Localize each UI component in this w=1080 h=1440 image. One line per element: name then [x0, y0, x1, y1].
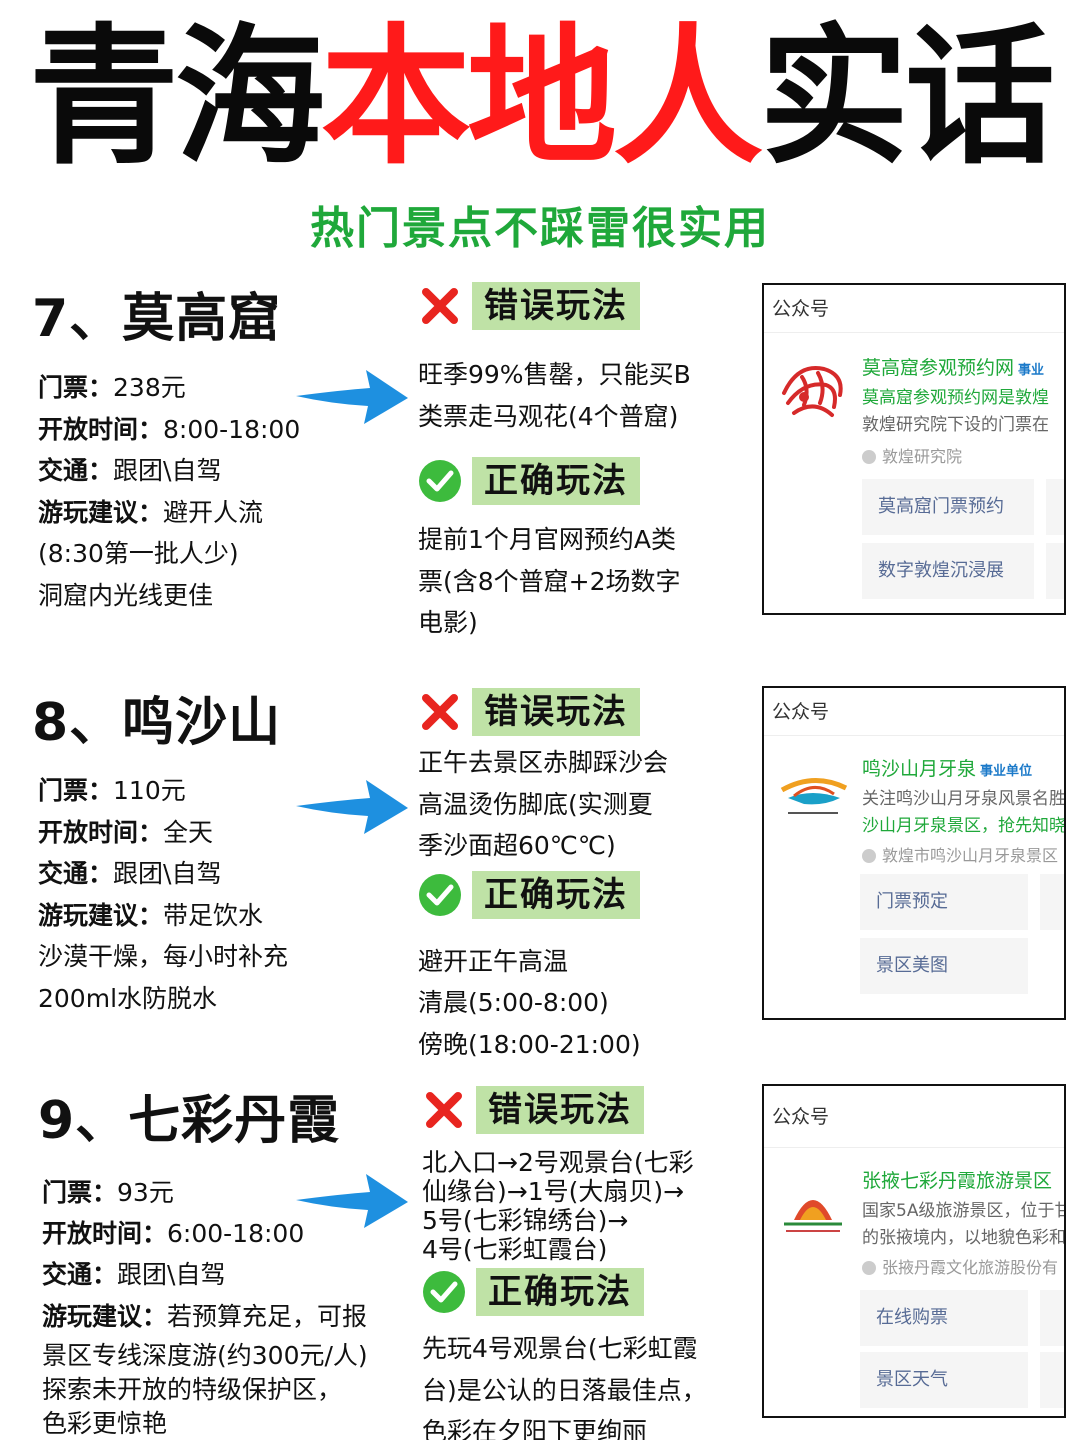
transport-row: 交通：跟团\自驾 [38, 859, 222, 888]
title-part-red: 本地人 [320, 11, 763, 185]
transport-row: 交通：跟团\自驾 [38, 456, 222, 485]
arrow-icon [296, 780, 408, 834]
verify-text: 张掖丹霞文化旅游股份有 [862, 1254, 1058, 1278]
info-block: 门票：238元 开放时间：8:00-18:00 交通：跟团\自驾 游玩建议：避开… [38, 367, 338, 616]
card-header: 公众号 [764, 688, 1064, 736]
right-tag: 正确玩法 [418, 455, 738, 507]
card-button[interactable] [1046, 543, 1064, 599]
info-block: 门票：93元 开放时间：6:00-18:00 交通：跟团\自驾 游玩建议：若预算… [42, 1172, 422, 1440]
arrow-icon [296, 370, 408, 424]
mingsha-logo-icon [780, 777, 848, 814]
card-button[interactable] [1046, 479, 1064, 535]
wechat-account-card[interactable]: 公众号 鸣沙山月牙泉事业单位 关注鸣沙山月牙泉风景名胜 沙山月牙泉景区，抢先知晓… [762, 686, 1066, 1020]
check-circle-icon [422, 1270, 466, 1314]
account-name[interactable]: 鸣沙山月牙泉事业单位 [862, 758, 1033, 780]
account-desc: 关注鸣沙山月牙泉风景名胜 沙山月牙泉景区，抢先知晓 [862, 789, 1066, 836]
section-title: 7、莫高窟 [32, 289, 282, 349]
tip-line: 洞窟内光线更佳 [38, 580, 214, 610]
section-mogao: 7、莫高窟 门票：238元 开放时间：8:00-18:00 交通：跟团\自驾 游… [0, 272, 1080, 652]
card-button[interactable]: 莫高窟门票预约 [862, 479, 1034, 535]
right-label: 正确玩法 [472, 870, 640, 919]
ticket-row: 门票：110元 [38, 776, 186, 805]
right-tag: 正确玩法 [418, 869, 738, 921]
tip-row: 游玩建议：带足饮水 [38, 900, 264, 930]
wrong-tag: 错误玩法 [418, 686, 738, 738]
right-label: 正确玩法 [476, 1268, 644, 1316]
tips-column: 错误玩法 北入口→2号观景台(七彩 仙缘台)→1号(大扇贝)→ 5号(七彩锦绣台… [422, 1084, 742, 1440]
hours-row: 开放时间：6:00-18:00 [42, 1219, 305, 1248]
account-name[interactable]: 莫高窟参观预约网事业 [862, 357, 1045, 379]
verified-icon [862, 1261, 876, 1275]
wrong-tag: 错误玩法 [422, 1084, 742, 1136]
wrong-text: 北入口→2号观景台(七彩 仙缘台)→1号(大扇贝)→ 5号(七彩锦绣台)→ 4号… [422, 1148, 694, 1264]
tip-row: 游玩建议：避开人流 [38, 497, 264, 527]
section-title: 9、七彩丹霞 [38, 1091, 341, 1151]
wechat-account-card[interactable]: 公众号 莫高窟参观预约网事业 莫高窟参观预约网是敦煌 敦煌研究院下设的门票在 敦… [762, 283, 1066, 615]
card-button[interactable] [1040, 1290, 1064, 1346]
card-button[interactable]: 门票预定 [860, 874, 1028, 930]
tip-row: 游玩建议：若预算充足，可报 [42, 1302, 368, 1331]
tip-line: 探索未开放的特级保护区， [42, 1375, 343, 1404]
tips-column: 错误玩法 正午去景区赤脚踩沙会 高温烫伤脚底(实测夏 季沙面超60℃℃) 正确玩… [418, 686, 738, 1065]
card-button[interactable]: 在线购票 [860, 1290, 1028, 1346]
transport-row: 交通：跟团\自驾 [42, 1260, 226, 1289]
cross-icon [418, 690, 462, 734]
tip-line: 200ml水防脱水 [38, 983, 218, 1013]
page-title: 青海本地人实话 [0, 18, 1080, 178]
check-circle-icon [418, 459, 462, 503]
account-desc: 莫高窟参观预约网是敦煌 敦煌研究院下设的门票在 [862, 388, 1049, 435]
card-button[interactable]: 数字敦煌沉浸展 [862, 543, 1034, 599]
right-text: 先玩4号观景台(七彩虹霞 台)是公认的日落最佳点， 色彩在夕阳下更绚丽 [422, 1334, 707, 1440]
card-button[interactable]: 景区美图 [860, 938, 1028, 994]
title-part-1: 青海 [28, 11, 325, 185]
ticket-row: 门票：238元 [38, 373, 186, 402]
tip-line: 沙漠干燥，每小时补充 [38, 942, 289, 971]
verify-text: 敦煌研究院 [862, 443, 962, 467]
tip-line: (8:30第一批人少) [38, 539, 239, 568]
ticket-row: 门票：93元 [42, 1178, 174, 1207]
section-danxia: 9、七彩丹霞 门票：93元 开放时间：6:00-18:00 交通：跟团\自驾 游… [0, 1076, 1080, 1440]
tip-line: 景区专线深度游(约300元/人) [42, 1341, 368, 1370]
tip-line: 色彩更惊艳 [42, 1409, 168, 1438]
danxia-logo-icon [784, 1200, 842, 1232]
wechat-account-card[interactable]: 公众号 张掖七彩丹霞旅游景区 国家5A级旅游景区，位于甘 的张掖境内，以地貌色彩… [762, 1084, 1066, 1418]
right-label: 正确玩法 [472, 457, 640, 505]
section-mingsha: 8、鸣沙山 门票：110元 开放时间：全天 交通：跟团\自驾 游玩建议：带足饮水… [0, 680, 1080, 1060]
tips-column: 错误玩法 旺季99%售罄，只能买B 类票走马观花(4个普窟) 正确玩法 提前1个… [418, 280, 738, 644]
info-block: 门票：110元 开放时间：全天 交通：跟团\自驾 游玩建议：带足饮水 沙漠干燥，… [38, 770, 338, 1019]
card-header: 公众号 [764, 1086, 1064, 1148]
card-button[interactable] [1040, 874, 1064, 930]
arrow-icon [296, 1174, 408, 1228]
account-name[interactable]: 张掖七彩丹霞旅游景区 [862, 1170, 1053, 1192]
wrong-text: 旺季99%售罄，只能买B 类票走马观花(4个普窟) [418, 360, 691, 431]
title-part-2: 实话 [759, 11, 1055, 185]
section-title: 8、鸣沙山 [32, 693, 282, 753]
card-button[interactable]: 景区天气 [860, 1352, 1028, 1408]
right-text: 避开正午高温 清晨(5:00-8:00) 傍晚(18:00-21:00) [418, 946, 641, 1059]
card-header: 公众号 [764, 285, 1064, 333]
hours-row: 开放时间：全天 [38, 817, 214, 847]
right-tag: 正确玩法 [422, 1266, 742, 1318]
right-text: 提前1个月官网预约A类 票(含8个普窟+2场数字 电影) [418, 525, 681, 637]
verified-icon [862, 849, 876, 863]
wrong-tag: 错误玩法 [418, 280, 738, 332]
wrong-label: 错误玩法 [472, 688, 640, 736]
hours-row: 开放时间：8:00-18:00 [38, 414, 301, 444]
wrong-label: 错误玩法 [472, 282, 640, 330]
page-subtitle: 热门景点不踩雷很实用 [310, 203, 770, 254]
verify-text: 敦煌市鸣沙山月牙泉景区 [862, 842, 1058, 866]
cross-icon [418, 284, 462, 328]
mogao-logo-icon [782, 366, 843, 417]
cross-icon [422, 1088, 466, 1132]
wrong-label: 错误玩法 [476, 1086, 644, 1134]
wrong-text: 正午去景区赤脚踩沙会 高温烫伤脚底(实测夏 季沙面超60℃℃) [418, 748, 669, 860]
check-circle-icon [418, 873, 462, 917]
verified-icon [862, 450, 876, 464]
account-desc: 国家5A级旅游景区，位于甘 的张掖境内，以地貌色彩和 [862, 1201, 1066, 1248]
card-button[interactable] [1040, 1352, 1064, 1408]
